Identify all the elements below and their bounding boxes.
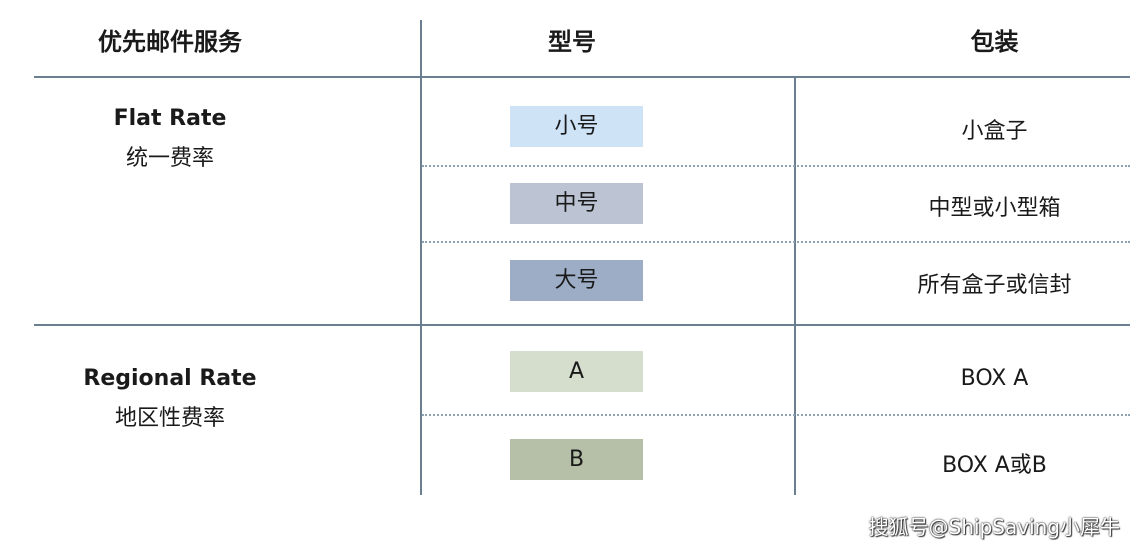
divider-group — [34, 324, 1130, 326]
watermark: 搜狐号@ShipSaving小犀牛 — [868, 515, 1120, 539]
divider-row — [422, 414, 1130, 416]
packaging-cell: 中型或小型箱 — [928, 196, 1061, 221]
divider-vertical-left — [420, 20, 422, 495]
service-name-en: Flat Rate — [113, 106, 227, 131]
header-model: 型号 — [548, 28, 596, 56]
divider-row — [422, 165, 1130, 167]
model-badge: 中号 — [510, 183, 643, 224]
divider-vertical-right — [794, 78, 796, 495]
divider-header — [34, 76, 1130, 78]
model-badge: 大号 — [510, 260, 643, 301]
service-name-zh: 地区性费率 — [114, 406, 225, 431]
packaging-cell: BOX A或B — [942, 453, 1047, 478]
service-name-en: Regional Rate — [83, 366, 257, 391]
packaging-cell: BOX A — [960, 366, 1029, 391]
packaging-cell: 小盒子 — [961, 119, 1028, 144]
packaging-cell: 所有盒子或信封 — [917, 273, 1072, 298]
model-badge: B — [510, 439, 643, 480]
divider-row — [422, 241, 1130, 243]
model-badge: 小号 — [510, 106, 643, 147]
header-service: 优先邮件服务 — [98, 28, 242, 56]
service-name-zh: 统一费率 — [125, 146, 214, 171]
model-badge: A — [510, 351, 643, 392]
header-packaging: 包装 — [970, 28, 1019, 56]
